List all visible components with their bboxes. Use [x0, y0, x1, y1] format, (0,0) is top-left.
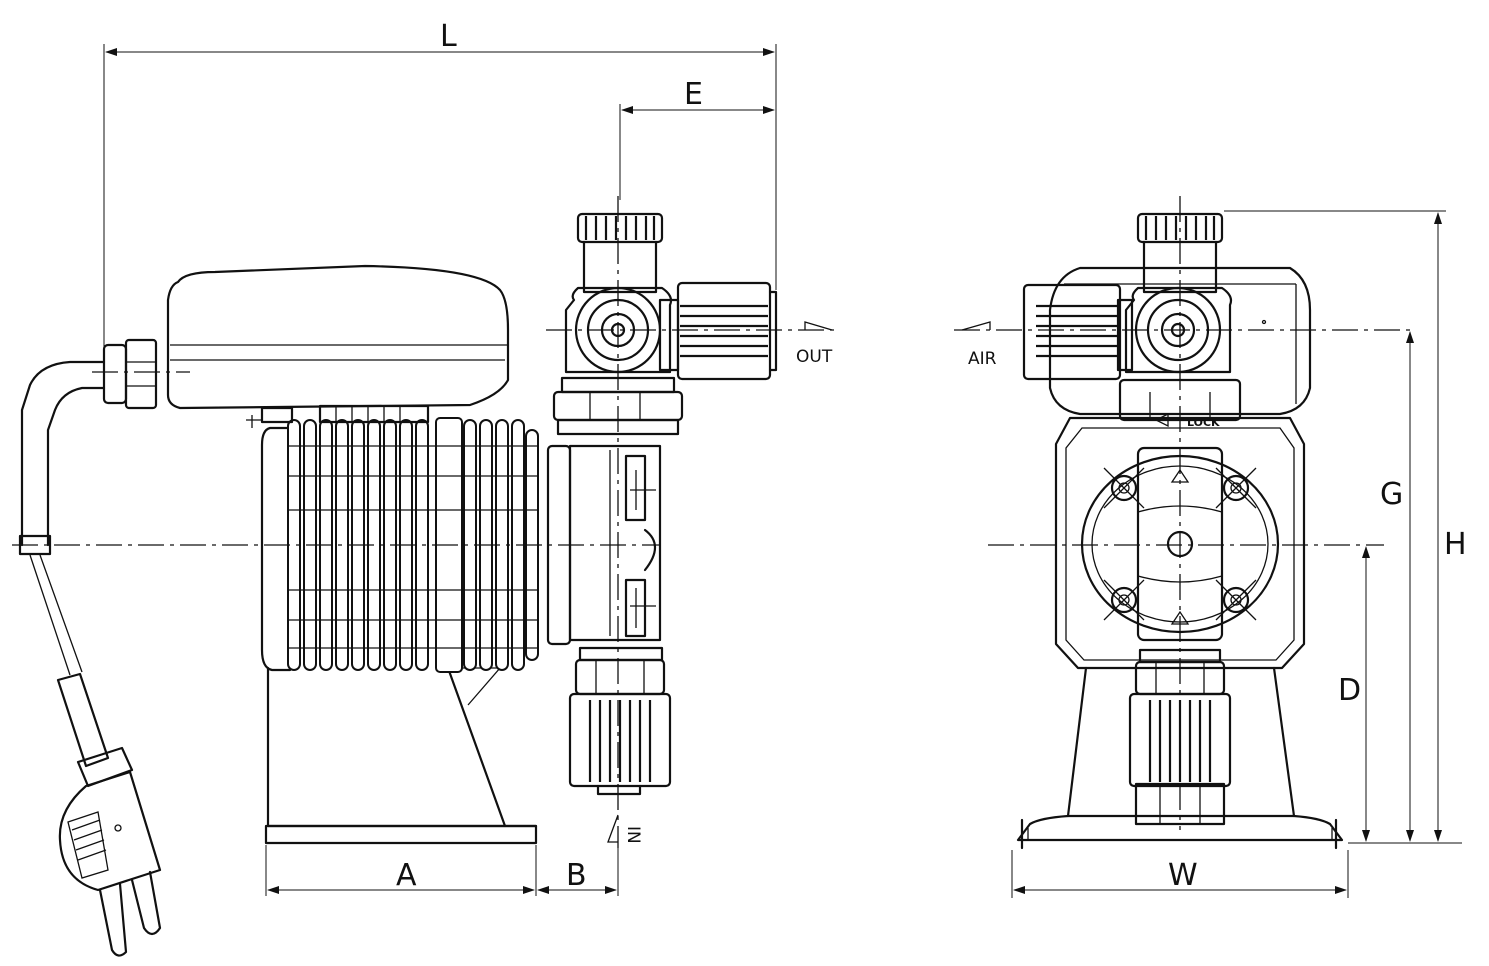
dim-label-L: L	[440, 19, 457, 54]
front-view	[954, 196, 1410, 850]
dimension-lines	[103, 44, 1462, 898]
port-label-in: IN	[623, 826, 643, 844]
dim-label-B: B	[566, 858, 587, 893]
head-bolts	[1103, 467, 1257, 621]
dim-label-D: D	[1338, 673, 1361, 708]
port-label-air: AIR	[968, 349, 997, 369]
dim-label-W: W	[1168, 858, 1198, 893]
dimension-labels: L E A B W G H D	[396, 19, 1467, 893]
side-base	[264, 666, 538, 845]
power-plug	[56, 672, 162, 957]
dim-label-G: G	[1380, 477, 1403, 512]
side-view	[12, 196, 840, 957]
dim-label-A: A	[396, 858, 417, 893]
power-cord	[18, 338, 158, 676]
motor-housing	[260, 404, 539, 673]
port-labels: OUT AIR LOCK IN	[623, 347, 1220, 844]
front-discharge-valve	[1022, 212, 1242, 428]
dim-label-E: E	[684, 77, 703, 112]
dim-label-H: H	[1444, 527, 1467, 562]
port-label-out: OUT	[796, 347, 833, 367]
discharge-valve-side	[552, 212, 778, 436]
suction-valve-side	[568, 646, 672, 796]
control-box	[166, 264, 510, 428]
front-base	[1016, 666, 1344, 850]
port-label-lock: LOCK	[1187, 416, 1220, 429]
